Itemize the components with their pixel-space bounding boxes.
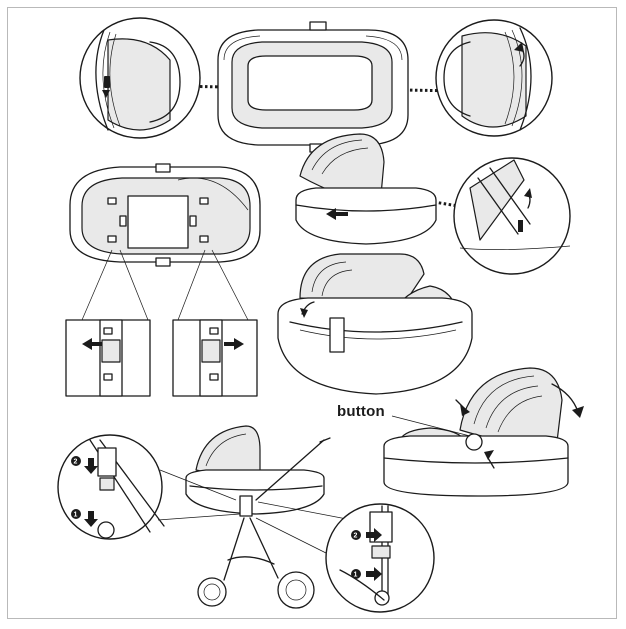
carrycot-top-view [217,21,409,153]
step-mount-on-stroller: 2 1 2 [57,425,435,613]
step-number: 1 [74,512,78,519]
clip-detail-right [172,319,258,397]
carrycot-bottom-view [69,163,261,267]
step-badge: 1 [71,509,81,519]
step-zip-cover [79,17,553,153]
arrow-icon [366,567,382,581]
arrow-icon [572,406,584,418]
detail-circle-left [79,17,201,139]
pointer-arrow-icon [484,450,494,460]
hood-button [465,433,483,451]
arrow-icon [300,308,308,318]
page-frame [7,7,617,619]
button-callout-label: button [337,403,385,420]
step-hood-button [383,367,584,497]
arrow-icon [84,511,98,527]
front-wheel [197,577,227,607]
step-number: 1 [354,572,358,579]
step-number: 2 [74,459,78,466]
step-bottom-clips [65,163,261,397]
arrow-icon [514,42,525,67]
arrow-icon [84,458,98,474]
zipper-pull-icon [102,76,110,98]
clip-detail-left [65,319,151,397]
step-number: 2 [354,533,358,540]
rear-wheel [277,571,315,609]
stroller [185,425,331,609]
detail-circle-stroller-left: 2 1 [57,434,165,540]
step-badge: 2 [71,456,81,466]
arrow-icon [224,338,244,350]
detail-circle-right [435,19,553,137]
arrow-icon [366,528,382,542]
detail-circle-hood-zip [453,157,571,275]
step-hood-zip [295,133,571,275]
carrycot-with-hood [295,133,437,245]
step-open-carrycot [277,253,473,395]
arrow-icon [326,208,348,220]
callout-leader [391,415,471,437]
arrow-icon [82,338,102,350]
step-badge: 1 [351,569,361,579]
detail-circle-stroller-right: 2 1 [325,503,435,613]
arrow-icon [524,188,532,198]
step-badge: 2 [351,530,361,540]
